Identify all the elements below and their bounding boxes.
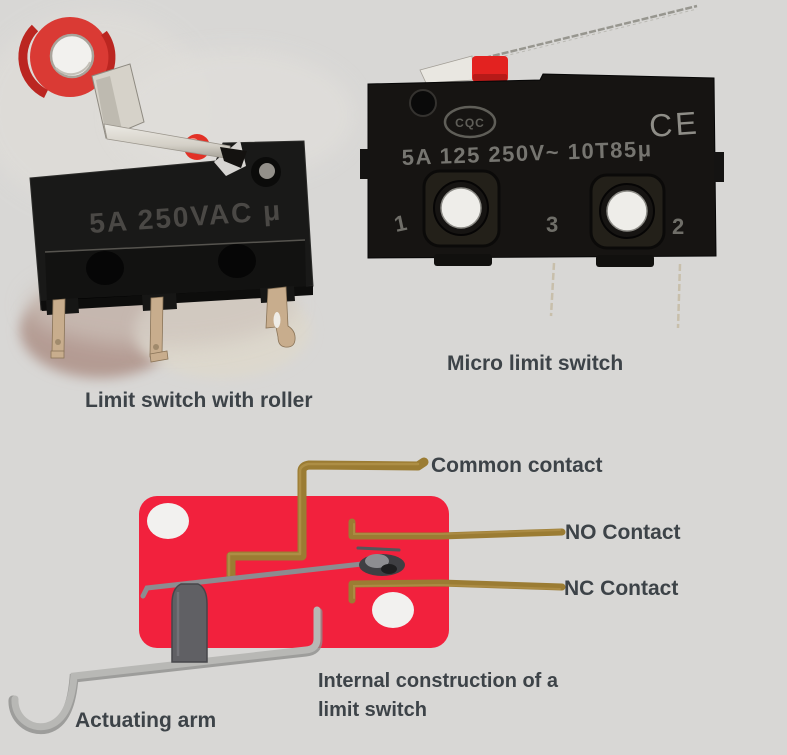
terminal-pin [50,298,66,359]
no-contact-wire-highlight [353,523,561,535]
pivot-pin [259,163,275,179]
moving-contact [359,554,405,576]
mounting-hole [607,191,647,231]
label-actuating-arm: Actuating arm [75,709,217,732]
molded-dimple [409,89,437,117]
caption-micro-switch: Micro limit switch [447,352,624,375]
caption-internal-construction: Internal construction of a limit switch [318,667,558,725]
mounting-hole [441,188,481,228]
ce-mark: CE [648,105,701,144]
caption-internal-line2: limit switch [318,699,427,721]
body-bottom-edge [41,286,313,311]
terminal-number-3: 3 [546,212,558,237]
svg-text:CQC: CQC [455,116,485,130]
common-contact-wire-highlight [227,462,420,577]
no-contact-wire [348,518,566,540]
caption-internal-line1: Internal construction of a [318,670,559,692]
housing-hole [372,592,414,628]
micro-limit-switch-photo: CQC CE 5A 125 250V~ 10T85μ 1 3 2 [360,4,724,329]
micro-terminal-pin [549,262,556,317]
internal-construction-diagram [8,457,566,735]
mounting-ear [714,152,724,182]
terminal-number-1: 1 [392,210,409,237]
roller-wheel [18,17,116,99]
micro-terminal-pin [676,263,682,329]
terminal-number-2: 2 [672,214,684,239]
mounting-ear [360,149,370,179]
nc-contact-wire-highlight [353,583,561,599]
caption-roller-switch: Limit switch with roller [85,389,313,412]
actuating-arm-shape [11,606,321,731]
mounting-boss [589,173,666,250]
roller-limit-switch-photo: 5A 250VAC μ [0,10,355,378]
terminal-pin [149,296,169,363]
micro-lever-hinge [419,55,475,84]
roller-bracket-shade [96,76,122,136]
lever-arm-tip [220,147,247,168]
label-no-contact: NO Contact [565,521,681,544]
housing-hole [147,503,189,539]
internal-plunger [171,583,208,663]
micro-lever-edge [422,8,698,77]
terminal-pin [265,286,296,348]
contact-gap-line [356,546,401,552]
boss-foot [596,255,654,267]
micro-plunger-button [472,56,508,82]
leaf-spring [140,557,401,599]
label-common-contact: Common contact [431,454,603,477]
mounting-boss [422,169,501,248]
label-nc-contact: NC Contact [564,577,679,600]
body-hole [86,251,124,285]
cqc-logo: CQC [443,105,497,139]
boss-foot [434,254,492,266]
groove-highlight [44,239,306,253]
nc-contact-wire [348,579,566,604]
body-hole [218,244,256,278]
